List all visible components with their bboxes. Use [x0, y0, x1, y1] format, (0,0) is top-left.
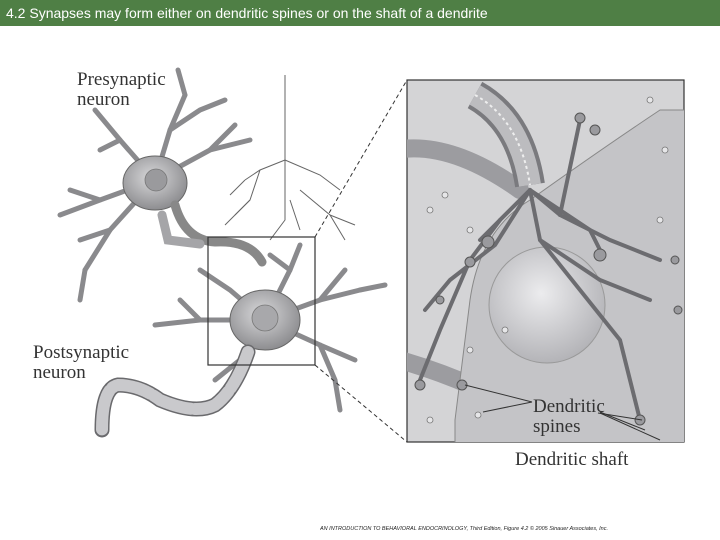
postsynaptic-neuron — [94, 242, 388, 438]
zoom-box — [207, 236, 316, 366]
zoom-guide-bottom — [314, 364, 408, 443]
figure-credit: AN INTRODUCTION TO BEHAVIORAL ENDOCRINOL… — [320, 526, 609, 532]
magnified-inset — [406, 79, 685, 443]
dendritic-shaft-label: Dendritic shaft — [515, 449, 629, 470]
presynaptic-label: Presynaptic neuron — [77, 69, 166, 110]
dendritic-spines-label: Dendritic spines — [533, 396, 605, 437]
zoom-guide-top — [314, 79, 408, 238]
presynaptic-neuron — [57, 67, 267, 303]
slide-title: 4.2 Synapses may form either on dendriti… — [0, 0, 720, 26]
axon-terminals — [224, 75, 356, 241]
postsynaptic-label: Postsynaptic neuron — [33, 342, 130, 383]
label-pointers — [464, 384, 661, 441]
